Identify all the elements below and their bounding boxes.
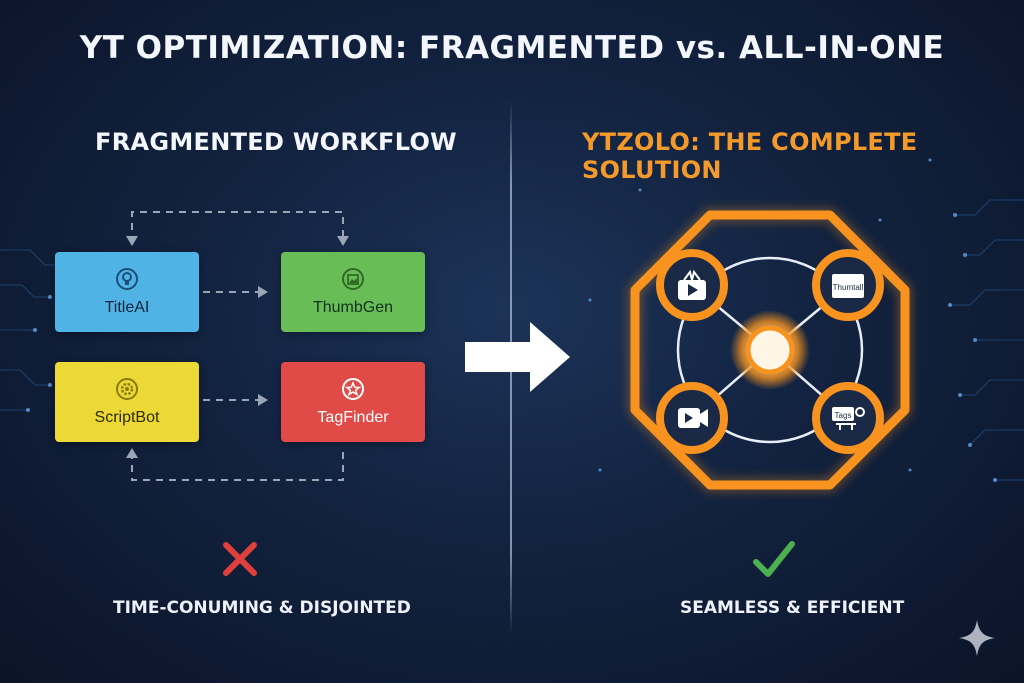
workflow-connectors — [126, 211, 349, 481]
video-gift-icon — [678, 269, 706, 300]
hub-ring — [676, 256, 864, 444]
transition-arrow-icon — [465, 322, 570, 392]
thumbnail-icon: Thumtall — [832, 274, 864, 298]
tool-card-thumbgen: ThumbGen — [281, 252, 425, 332]
left-verdict: TIME-CONUMING & DISJOINTED — [113, 598, 411, 618]
cross-icon — [223, 542, 257, 576]
check-icon — [753, 541, 795, 577]
bulb-icon — [115, 267, 139, 291]
node-label: Tags — [835, 411, 852, 420]
hub-octagon — [630, 210, 910, 490]
star-icon — [341, 377, 365, 401]
tool-card-tagfinder: TagFinder — [281, 362, 425, 442]
right-heading: YTZOLO: THE COMPLETE SOLUTION — [582, 128, 918, 184]
tool-label: TagFinder — [317, 409, 389, 426]
page-title: YT OPTIMIZATION: FRAGMENTED vs. ALL-IN-O… — [79, 30, 945, 66]
tags-icon: Tags — [832, 407, 865, 430]
sparkle-icon — [959, 620, 995, 656]
tool-label: ScriptBot — [94, 409, 160, 426]
video-camera-icon — [678, 408, 708, 428]
hub-center — [745, 325, 795, 375]
left-heading: FRAGMENTED WORKFLOW — [95, 128, 457, 156]
gear-icon — [115, 377, 139, 401]
right-verdict: SEAMLESS & EFFICIENT — [680, 598, 905, 618]
tool-card-scriptbot: ScriptBot — [55, 362, 199, 442]
node-label: Thumtall — [833, 283, 864, 292]
tool-label: ThumbGen — [312, 299, 394, 316]
image-icon — [341, 267, 365, 291]
tool-card-titleai: TitleAI — [55, 252, 199, 332]
tool-label: TitleAI — [104, 299, 150, 316]
hub-diagram: Thumtall Tags — [628, 208, 912, 492]
